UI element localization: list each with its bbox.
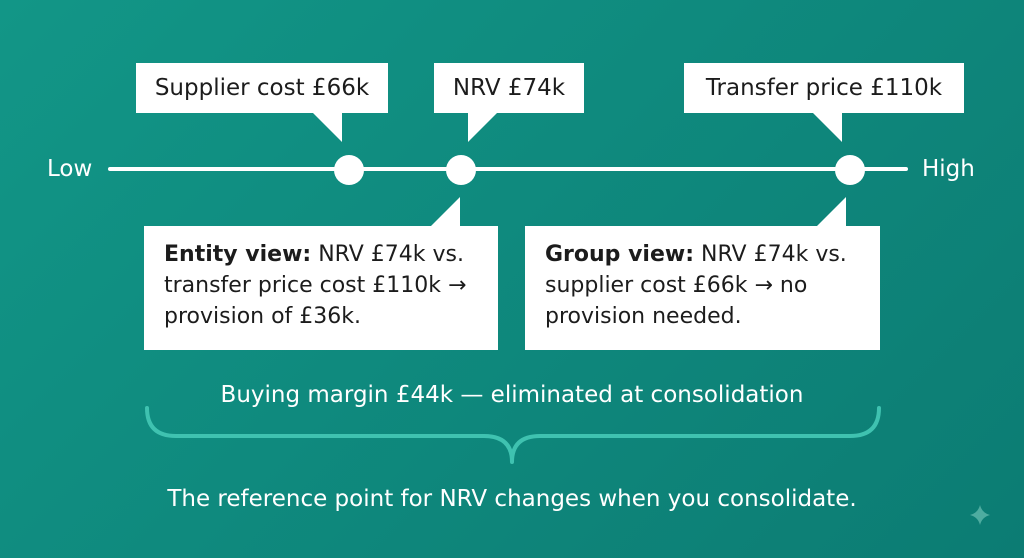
nrv-callout: NRV £74k: [434, 63, 584, 113]
transfer-price-label: Transfer price £110k: [705, 75, 943, 101]
footer-caption: The reference point for NRV changes when…: [167, 486, 857, 512]
nrv-callout-tail: [468, 112, 498, 142]
buying-margin-label: Buying margin £44k — eliminated at conso…: [220, 382, 804, 408]
value-axis-line: [108, 167, 908, 171]
supplier-cost-label: Supplier cost £66k: [154, 75, 370, 101]
axis-low-label: Low: [47, 156, 93, 182]
entity-view-heading: Entity view:: [164, 242, 312, 267]
axis-high-label: High: [922, 156, 975, 182]
transfer-price-callout: Transfer price £110k: [684, 63, 964, 113]
supplier-cost-marker: [334, 155, 364, 185]
nrv-label: NRV £74k: [452, 75, 566, 101]
nrv-marker: [446, 155, 476, 185]
supplier-cost-callout: Supplier cost £66k: [136, 63, 388, 113]
supplier-cost-callout-tail: [312, 112, 342, 142]
entity-view-callout-tail: [430, 197, 460, 227]
group-view-body: NRV £74k vs. supplier cost £66k → no pro…: [545, 242, 847, 329]
entity-view-callout: Entity view: NRV £74k vs. transfer price…: [144, 226, 498, 350]
transfer-price-callout-tail: [812, 112, 842, 142]
entity-view-body: NRV £74k vs. transfer price cost £110k →…: [164, 242, 467, 329]
group-view-callout-tail: [816, 197, 846, 227]
sparkle-icon: [970, 505, 990, 525]
group-view-callout: Group view: NRV £74k vs. supplier cost £…: [525, 226, 880, 350]
group-view-heading: Group view:: [545, 242, 695, 267]
transfer-price-marker: [835, 155, 865, 185]
margin-brace: [145, 406, 881, 464]
